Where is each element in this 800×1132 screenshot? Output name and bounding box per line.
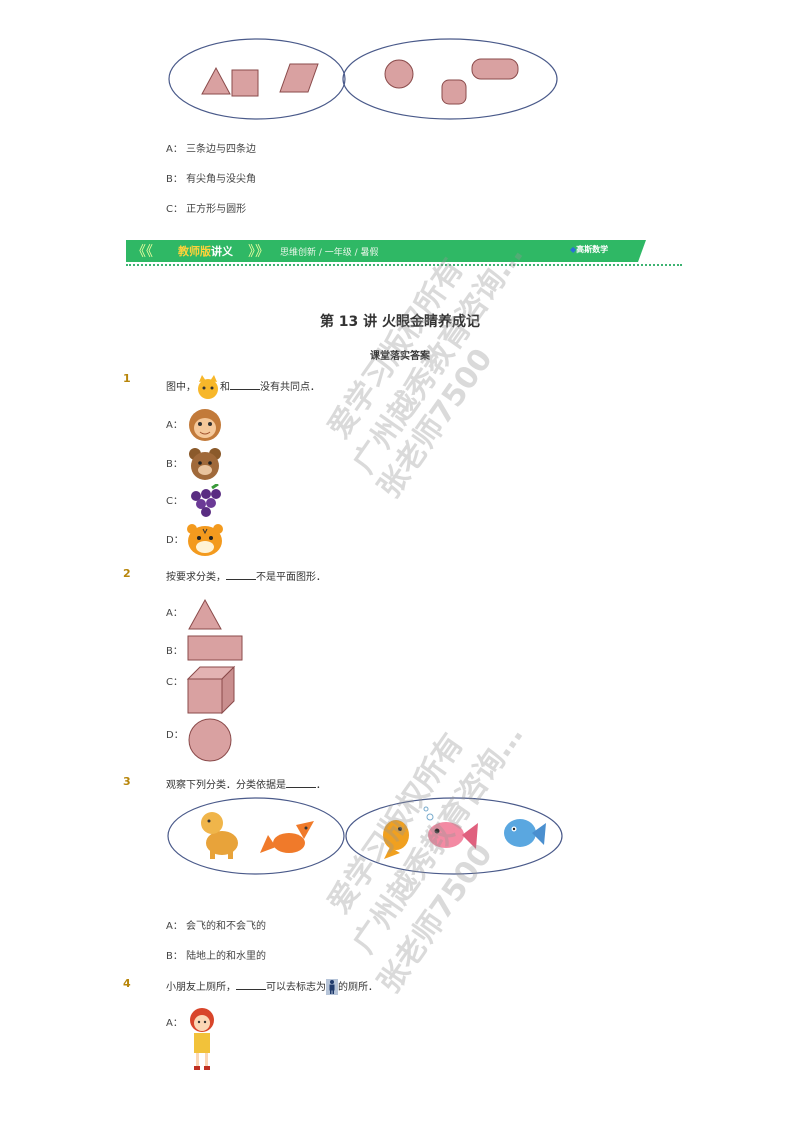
banner-title: 教师版讲义: [178, 245, 233, 258]
fox-icon: [260, 821, 314, 853]
question-number: 2: [123, 567, 131, 580]
q1-option-c[interactable]: C：: [166, 496, 183, 507]
answer-blank[interactable]: [226, 569, 256, 580]
top-option-c[interactable]: C： 正方形与圆形: [166, 204, 247, 215]
square-shape: [231, 69, 259, 97]
q2-option-c[interactable]: C：: [166, 677, 183, 688]
animals-grouping-figure: [167, 797, 563, 875]
tiger-icon: [187, 524, 223, 556]
lesson-title: 第 13 讲 火眼金睛养成记: [319, 314, 481, 330]
triangle-shape: [188, 598, 222, 630]
rounded-rectangle-shape: [471, 58, 519, 80]
question-2-text: 按要求分类，不是平面图形．: [166, 568, 326, 583]
banner-divider: [126, 264, 682, 266]
right-group-ellipse: [342, 38, 558, 120]
question-4-text: 小朋友上厕所，可以去标志为的厕所．: [166, 978, 378, 995]
question-1-text: 图中，和没有共同点．: [166, 374, 320, 400]
answer-blank[interactable]: [286, 777, 316, 788]
grapes-icon: [191, 484, 221, 517]
q1-option-d[interactable]: D：: [166, 535, 184, 546]
shapes-grouping-figure: [168, 38, 558, 120]
cube-shape: [186, 665, 236, 715]
male-restroom-icon: [326, 979, 338, 995]
svg-text:《《: 《《: [132, 244, 153, 260]
pink-fish-icon: [423, 806, 478, 849]
question-3-text: 观察下列分类．分类依据是．: [166, 776, 326, 791]
banner-breadcrumb: 思维创新 / 一年级 / 暑假: [280, 248, 379, 258]
logo-icon: ◆: [570, 245, 577, 254]
parallelogram-shape: [279, 63, 319, 93]
left-group-ellipse: [168, 38, 346, 120]
q2-option-b[interactable]: B：: [166, 646, 183, 657]
blue-fish-icon: [504, 819, 546, 847]
q2-option-a[interactable]: A：: [166, 608, 183, 619]
goldfish-icon: [383, 820, 409, 859]
girl-icon: [190, 1008, 214, 1070]
circle-shape: [384, 59, 414, 89]
q3-option-b[interactable]: B： 陆地上的和水里的: [166, 951, 267, 962]
question-number: 1: [123, 372, 131, 385]
q1-option-b[interactable]: B：: [166, 459, 183, 470]
q3-option-a[interactable]: A： 会飞的和不会飞的: [166, 921, 267, 932]
svg-text:》》: 》》: [248, 244, 269, 260]
top-option-b[interactable]: B： 有尖角与没尖角: [166, 174, 257, 185]
bear-icon: [189, 448, 221, 480]
q2-option-d[interactable]: D：: [166, 730, 184, 741]
lesson-subtitle: 课堂落实答案: [370, 351, 430, 362]
triangle-shape: [201, 66, 231, 95]
question-number: 4: [123, 977, 131, 990]
rounded-square-shape: [441, 79, 467, 105]
q1-option-a[interactable]: A：: [166, 420, 183, 431]
watermark-line3: 张老师7500: [371, 342, 500, 505]
cat-icon: [198, 375, 218, 399]
land-group-ellipse: [167, 797, 345, 875]
lion-icon: [201, 812, 238, 859]
question-number: 3: [123, 775, 131, 788]
q4-option-a[interactable]: A：: [166, 1018, 183, 1029]
answer-blank[interactable]: [236, 979, 266, 990]
answer-blank[interactable]: [230, 379, 260, 390]
gaosi-logo: ◆高斯数学: [570, 245, 609, 254]
circle-shape: [188, 718, 232, 762]
rectangle-shape: [187, 635, 243, 661]
teacher-edition-banner: 《《 》》: [126, 240, 646, 262]
water-group-ellipse: [345, 797, 563, 875]
monkey-icon: [189, 409, 221, 441]
top-option-a[interactable]: A： 三条边与四条边: [166, 144, 257, 155]
